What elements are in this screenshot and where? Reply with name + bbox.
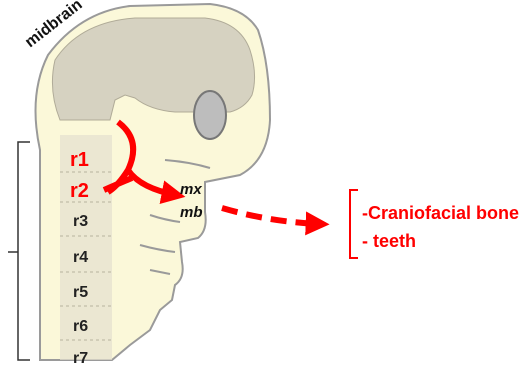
output-label-teeth: - teeth (362, 231, 416, 251)
output-label-bone: -Craniofacial bone (362, 203, 519, 223)
dashed-arrow-to-output (222, 208, 320, 224)
mb-label: mb (180, 204, 203, 221)
mx-label: mx (180, 181, 202, 198)
rhombomere-label-r6: r6 (73, 318, 88, 335)
rhombomere-label-r4: r4 (73, 249, 88, 266)
rhombomere-label-r5: r5 (73, 284, 88, 301)
rhombomere-label-r2: r2 (70, 180, 89, 202)
rhombomere-label-r1: r1 (70, 149, 89, 171)
hindbrain-bracket (18, 142, 30, 360)
output-bracket (350, 190, 358, 258)
rhombomere-label-r3: r3 (73, 213, 88, 230)
eye-icon (194, 91, 226, 139)
rhombomere-label-r7: r7 (73, 350, 88, 367)
